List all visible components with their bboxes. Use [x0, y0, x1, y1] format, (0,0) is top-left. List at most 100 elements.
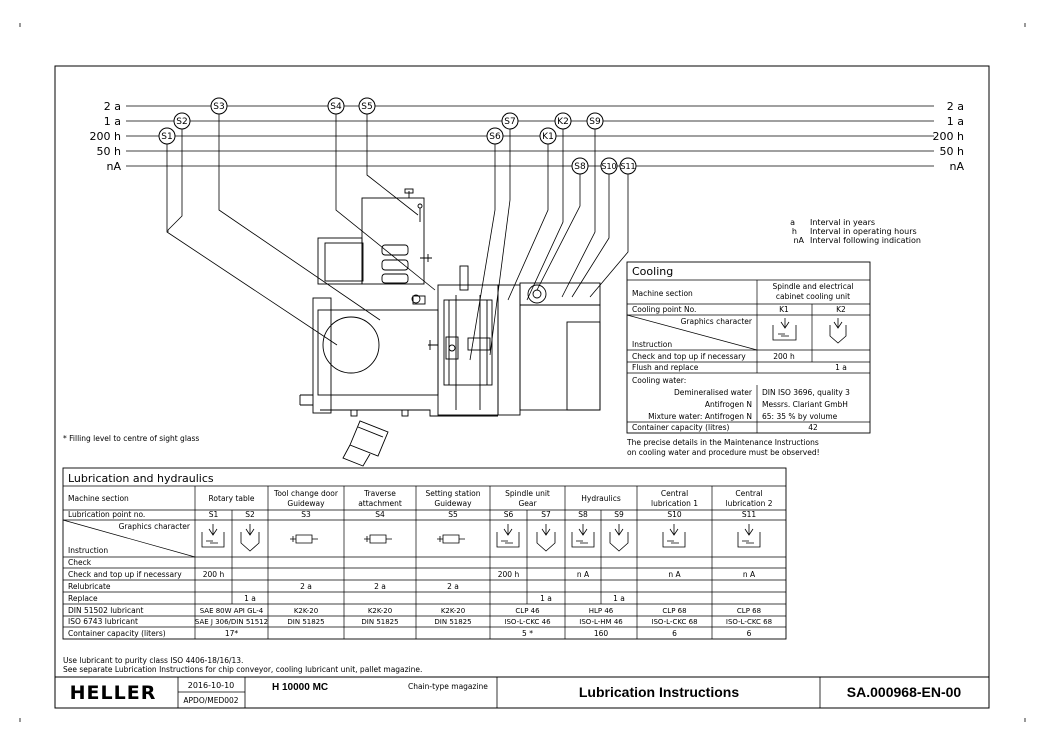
row-labels: Machine section Lubrication point no. Gr… — [68, 494, 191, 638]
lubricant-cell: HLP 46 — [589, 607, 614, 615]
tb-date: 2016-10-10 — [188, 681, 235, 690]
legend-text: Interval following indication — [810, 236, 921, 245]
oil-replace-symbol — [240, 532, 260, 552]
instruction-cell: n A — [577, 570, 590, 579]
coolant-check-symbol — [772, 318, 797, 341]
cell: K1 — [779, 305, 789, 314]
cell: Demineralised water — [674, 388, 753, 397]
cooling-title: Cooling — [632, 265, 673, 278]
oil-check-symbol — [737, 532, 761, 548]
cell: cabinet cooling unit — [776, 292, 850, 301]
cell: Flush and replace — [632, 363, 699, 372]
lubricant-cell: CLP 68 — [737, 607, 761, 615]
oil-level-mark — [742, 540, 754, 544]
oil-check-symbol — [201, 532, 225, 548]
row-label: Relubricate — [68, 582, 111, 591]
interval-label: 2 a — [947, 100, 964, 113]
section-header: attachment — [358, 499, 402, 508]
interval-label: 1 a — [947, 115, 964, 128]
interval-labels-right: 2 a 1 a 200 h 50 h nA — [933, 100, 965, 173]
cell: Cooling water: — [632, 376, 686, 385]
coolant-replace-symbol — [829, 318, 847, 344]
oil-replace-arrow — [541, 524, 551, 536]
tb-title: Lubrication Instructions — [579, 684, 739, 700]
oil-replace-symbol — [536, 532, 556, 552]
section-header: Gear — [518, 499, 537, 508]
instruction-cell: 1 a — [244, 594, 256, 603]
oil-check-symbol — [662, 532, 686, 548]
tb-subtitle: Chain-type magazine — [408, 682, 488, 691]
cell: Container capacity (litres) — [632, 423, 730, 432]
cell: Mixture water: Antifrogen N — [648, 412, 752, 421]
section-header: Setting station — [425, 489, 480, 498]
row-label: Check — [68, 558, 92, 567]
section-header: Traverse — [363, 489, 396, 498]
instruction-cell: 200 h — [498, 570, 520, 579]
instruction-cell: 2 a — [374, 582, 386, 591]
lubricant-cell: SAE 80W API GL-4 — [200, 607, 264, 615]
oil-level-mark — [576, 540, 588, 544]
interval-label: 50 h — [97, 145, 121, 158]
interval-label: 200 h — [933, 130, 964, 143]
interval-lines — [126, 105, 934, 167]
section-header: Central — [661, 489, 688, 498]
point-label: S1 — [161, 132, 172, 142]
lubricant-cell: ISO-L-CKC 68 — [651, 618, 697, 626]
cooling-table: Cooling Machine section Spindle and elec… — [626, 261, 871, 434]
instruction-cell: 2 a — [447, 582, 459, 591]
grease-nipple-symbol — [290, 534, 318, 544]
point-cell: S7 — [541, 510, 551, 519]
cell: 1 a — [835, 363, 847, 372]
oil-check-symbol — [571, 532, 595, 548]
point-cell: S3 — [301, 510, 311, 519]
cooling-note: The precise details in the Maintenance I… — [626, 438, 819, 447]
oil-level-mark — [206, 540, 218, 544]
row-label: Container capacity (liters) — [68, 629, 166, 638]
section-header: lubrication 2 — [725, 499, 772, 508]
interval-labels-left: 2 a 1 a 200 h 50 h nA — [90, 100, 122, 173]
instruction-cell: 1 a — [540, 594, 552, 603]
point-label: S6 — [489, 132, 501, 142]
instruction-cell: 2 a — [300, 582, 312, 591]
sheet-border — [54, 65, 990, 709]
interval-label: nA — [107, 160, 122, 173]
point-label: S5 — [361, 102, 372, 112]
point-cell: S5 — [448, 510, 458, 519]
heller-logo: HELLER — [70, 682, 157, 704]
section-header: Rotary table — [209, 494, 255, 503]
leader-lines — [166, 114, 629, 361]
point-cell: S4 — [375, 510, 385, 519]
footnote: See separate Lubrication Instructions fo… — [63, 665, 422, 674]
interval-label: 200 h — [90, 130, 121, 143]
lubrication-title: Lubrication and hydraulics — [68, 472, 214, 485]
point-cell: S10 — [667, 510, 682, 519]
cell: Cooling point No. — [632, 305, 696, 314]
section-header: Guideway — [287, 499, 325, 508]
point-cell: S1 — [209, 510, 219, 519]
footnote: Use lubricant to purity class ISO 4406-1… — [63, 656, 243, 665]
instruction-cell: n A — [668, 570, 681, 579]
lubricant-cell: ISO-L-CKC 46 — [504, 618, 551, 626]
lubricant-cell: SAE J 306/DIN 51512 — [195, 618, 268, 626]
cell: Graphics character — [681, 317, 753, 326]
lubricant-cell: 160 — [594, 629, 609, 638]
cell: Check and top up if necessary — [632, 352, 746, 361]
oil-check-arrow — [669, 524, 679, 536]
section-header: Guideway — [434, 499, 472, 508]
tb-dept: APDO/MED002 — [183, 696, 238, 705]
lubricant-cell: ISO-L-CKC 68 — [726, 618, 772, 626]
lubricant-cell: DIN 51825 — [434, 618, 471, 626]
lubricant-cell: K2K-20 — [294, 607, 318, 615]
interval-label: 1 a — [104, 115, 121, 128]
lubricant-cell: 17* — [225, 629, 239, 638]
section-header: Central — [735, 489, 762, 498]
lubricant-cell: K2K-20 — [441, 607, 465, 615]
point-label: K1 — [542, 132, 554, 142]
point-label: S2 — [176, 117, 187, 127]
lubricant-cell: 6 — [747, 629, 752, 638]
legend-code: a — [790, 218, 795, 227]
point-label: S9 — [589, 117, 601, 127]
point-cell: S9 — [614, 510, 624, 519]
section-header: Tool change door — [273, 489, 339, 498]
